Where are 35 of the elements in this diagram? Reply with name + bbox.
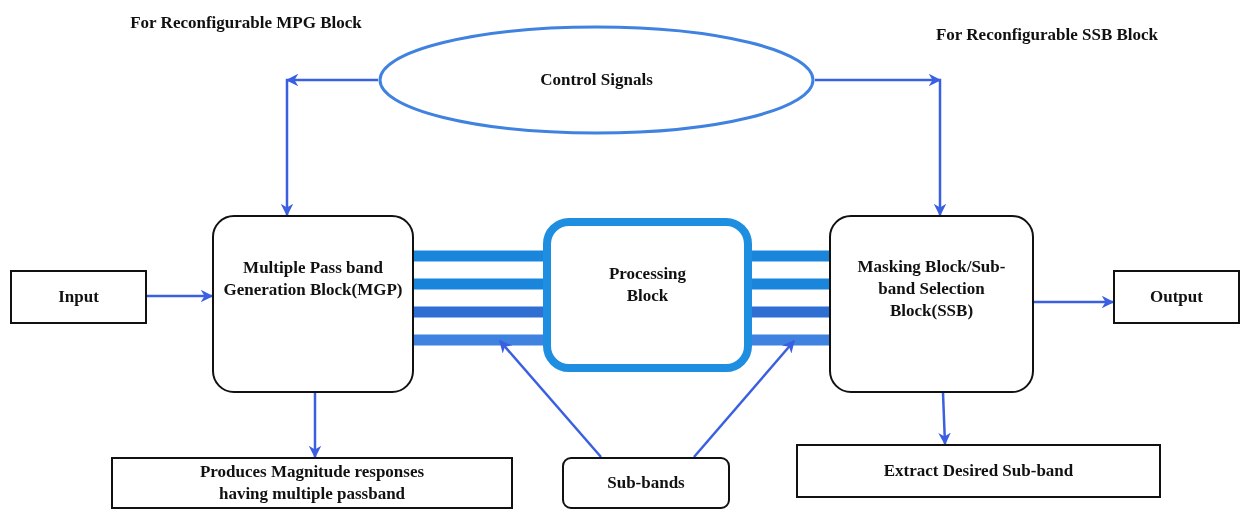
note-box: [796, 444, 1161, 498]
arrow: [308, 393, 322, 459]
annotation-label: For Reconfigurable SSB Block: [934, 24, 1160, 46]
sub-band-line: [752, 250, 829, 262]
sub-bands-box: [562, 457, 730, 509]
note-box: [111, 457, 513, 509]
node-text: Produces Magnitude responses having multiple passband: [198, 460, 426, 505]
sub-band-line: [414, 250, 543, 262]
node-text: Multiple Pass band Generation Block(MGP): [222, 256, 404, 301]
processing-box: [543, 218, 752, 372]
control-ellipse: [378, 25, 815, 135]
node-text: Output: [1150, 285, 1203, 308]
arrow: [147, 289, 214, 303]
arrow: [815, 74, 946, 215]
arrow: [938, 392, 951, 446]
sub-band-line: [414, 334, 543, 346]
arrow: [1034, 295, 1115, 309]
sub-band-line: [752, 278, 829, 290]
node-text: Input: [58, 285, 99, 308]
annotation-label: For Reconfigurable MPG Block: [129, 12, 363, 34]
sub-band-line: [414, 306, 543, 318]
node-text: Sub-bands: [607, 471, 685, 494]
process-box: [829, 215, 1034, 393]
arrow: [499, 340, 602, 458]
output-box: [1113, 270, 1240, 324]
sub-band-line: [752, 306, 829, 318]
node-text: Processing Block: [607, 262, 688, 307]
node-text: Control Signals: [540, 68, 653, 91]
node-text: Extract Desired Sub-band: [883, 459, 1074, 482]
node-text: Masking Block/Sub-band Selection Block(SSB): [857, 255, 1006, 323]
arrow: [281, 74, 378, 215]
sub-band-line: [414, 278, 543, 290]
process-box: [212, 215, 414, 393]
arrow: [693, 340, 795, 458]
input-box: [10, 270, 147, 324]
